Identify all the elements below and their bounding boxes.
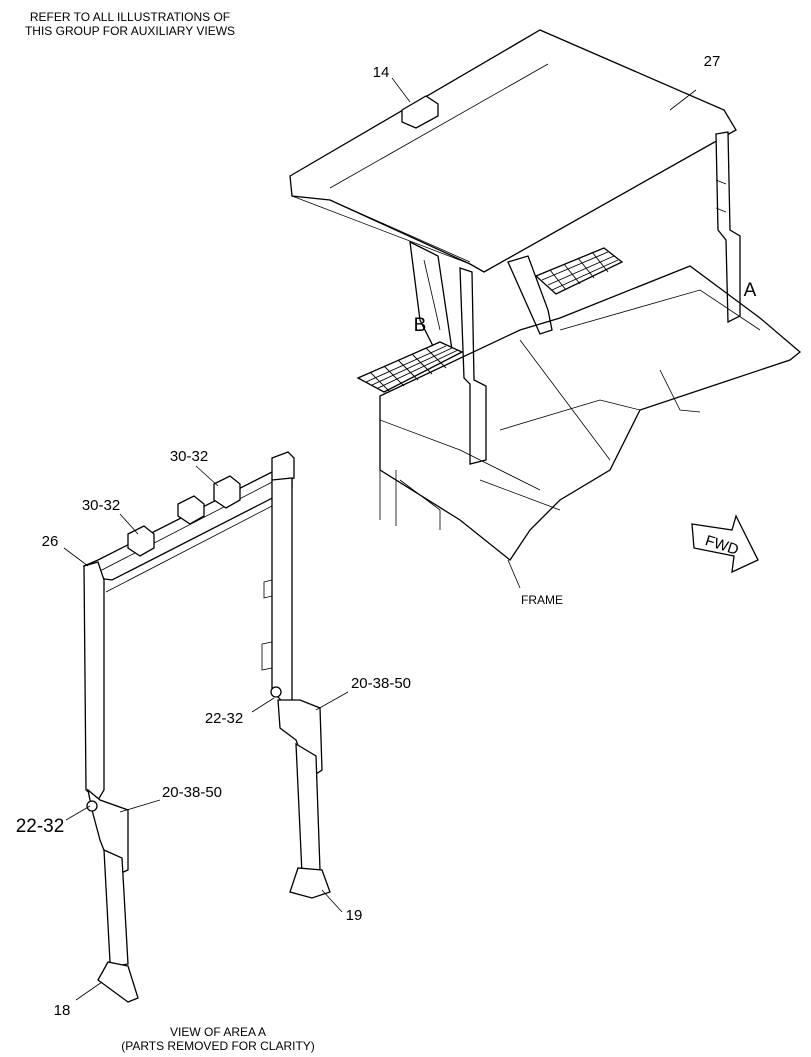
frame-label: FRAME bbox=[521, 593, 563, 607]
clamp-lower bbox=[127, 525, 155, 557]
callout-14: 14 bbox=[373, 64, 390, 81]
left-post bbox=[83, 561, 105, 801]
area-b-label: B bbox=[414, 315, 427, 336]
right-step-grate bbox=[534, 247, 624, 295]
callout-22-32-left: 22-32 bbox=[16, 816, 65, 837]
canopy-rear-right-post bbox=[507, 255, 553, 335]
left-step-grate bbox=[356, 341, 464, 393]
right-post bbox=[271, 477, 293, 707]
header-note-line-1: REFER TO ALL ILLUSTRATIONS OF bbox=[30, 10, 230, 24]
right-lower-leg bbox=[295, 742, 321, 875]
rops-frame-detail bbox=[82, 451, 331, 1003]
roof-vent bbox=[401, 95, 439, 129]
caption-line-2: (PARTS REMOVED FOR CLARITY) bbox=[121, 1039, 315, 1053]
fwd-arrow-icon: FWD bbox=[691, 514, 759, 574]
canopy-front-right-post bbox=[715, 131, 741, 324]
left-pin bbox=[86, 800, 98, 812]
callout-20-38-50-left: 20-38-50 bbox=[162, 784, 222, 801]
callout-26: 26 bbox=[42, 533, 59, 550]
callout-22-32-right: 22-32 bbox=[205, 710, 243, 727]
callout-20-38-50-right: 20-38-50 bbox=[351, 675, 411, 692]
canopy-roof bbox=[289, 29, 737, 273]
callout-30-32-upper: 30-32 bbox=[170, 448, 208, 465]
tractor-body bbox=[356, 247, 802, 561]
area-a-label: A bbox=[744, 280, 757, 301]
left-foot bbox=[97, 961, 139, 1003]
right-pin bbox=[270, 686, 282, 698]
caption-line-1: VIEW OF AREA A bbox=[170, 1025, 266, 1039]
callout-19: 19 bbox=[346, 907, 363, 924]
canopy-front-left-post bbox=[459, 267, 487, 465]
right-foot bbox=[289, 867, 331, 899]
clamp-upper bbox=[177, 475, 241, 525]
callout-27: 27 bbox=[704, 53, 721, 70]
header-note-line-2: THIS GROUP FOR AUXILIARY VIEWS bbox=[25, 24, 235, 38]
callout-30-32-lower: 30-32 bbox=[82, 497, 120, 514]
canopy-rear-left-post bbox=[409, 240, 453, 357]
canopy-assembly bbox=[289, 29, 741, 465]
callout-18: 18 bbox=[54, 1002, 71, 1019]
